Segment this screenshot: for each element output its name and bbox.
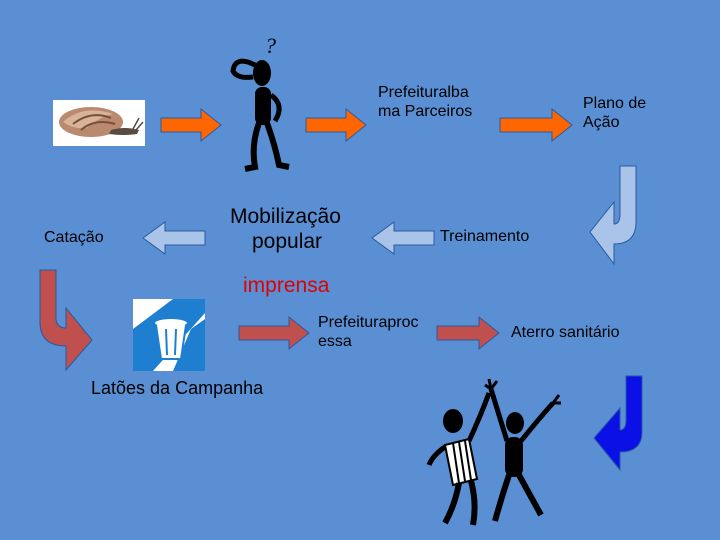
prefeitura-parceiros-line-2: ma Parceiros (378, 103, 473, 121)
plano-acao-label: Plano de Ação (583, 94, 646, 132)
arrow-treinamento-to-mobilizacao (371, 221, 435, 255)
trash-bin-icon (133, 299, 205, 371)
latoes-label: Latões da Campanha (91, 378, 264, 398)
prefeitura-parceiros-label: Prefeituralba ma Parceiros (378, 83, 472, 121)
curved-arrow-plano-to-treinamento (589, 165, 637, 266)
mobilizacao-label: Mobilização popular (230, 204, 341, 254)
arrow-snail-to-person (160, 107, 222, 143)
imprensa-label: imprensa (243, 274, 330, 297)
treinamento-label: Treinamento (440, 228, 530, 245)
arrow-mobilizacao-to-catacao (142, 221, 206, 255)
curved-arrow-catacao-to-latoes (39, 269, 93, 372)
snail-image (53, 100, 145, 146)
celebrating-people-icon (426, 378, 561, 526)
catacao-label: Catação (44, 229, 104, 246)
svg-text:?: ? (265, 33, 276, 58)
thinking-person-icon: ? (230, 33, 290, 172)
prefeitura-parceiros-line-1: Prefeituralba (378, 84, 469, 101)
arrow-prefeitura-to-aterro (436, 315, 500, 351)
plano-acao-line-1: Plano de (583, 95, 647, 112)
prefeitura-processa-line-2: essa (318, 333, 352, 351)
aterro-label: Aterro sanitário (511, 324, 620, 341)
prefeitura-processa-line-1: Prefeituraproc (318, 314, 419, 331)
arrow-person-to-prefeitura (305, 107, 367, 143)
mobilizacao-line-1: Mobilização (230, 205, 341, 228)
mobilizacao-line-2: popular (252, 230, 323, 254)
plano-acao-line-2: Ação (583, 114, 620, 132)
prefeitura-processa-label: Prefeituraproc essa (318, 313, 419, 351)
arrow-latoes-to-prefeitura (238, 315, 310, 351)
arrow-prefeitura-to-plano (499, 107, 573, 143)
curved-arrow-aterro-down (593, 375, 643, 472)
